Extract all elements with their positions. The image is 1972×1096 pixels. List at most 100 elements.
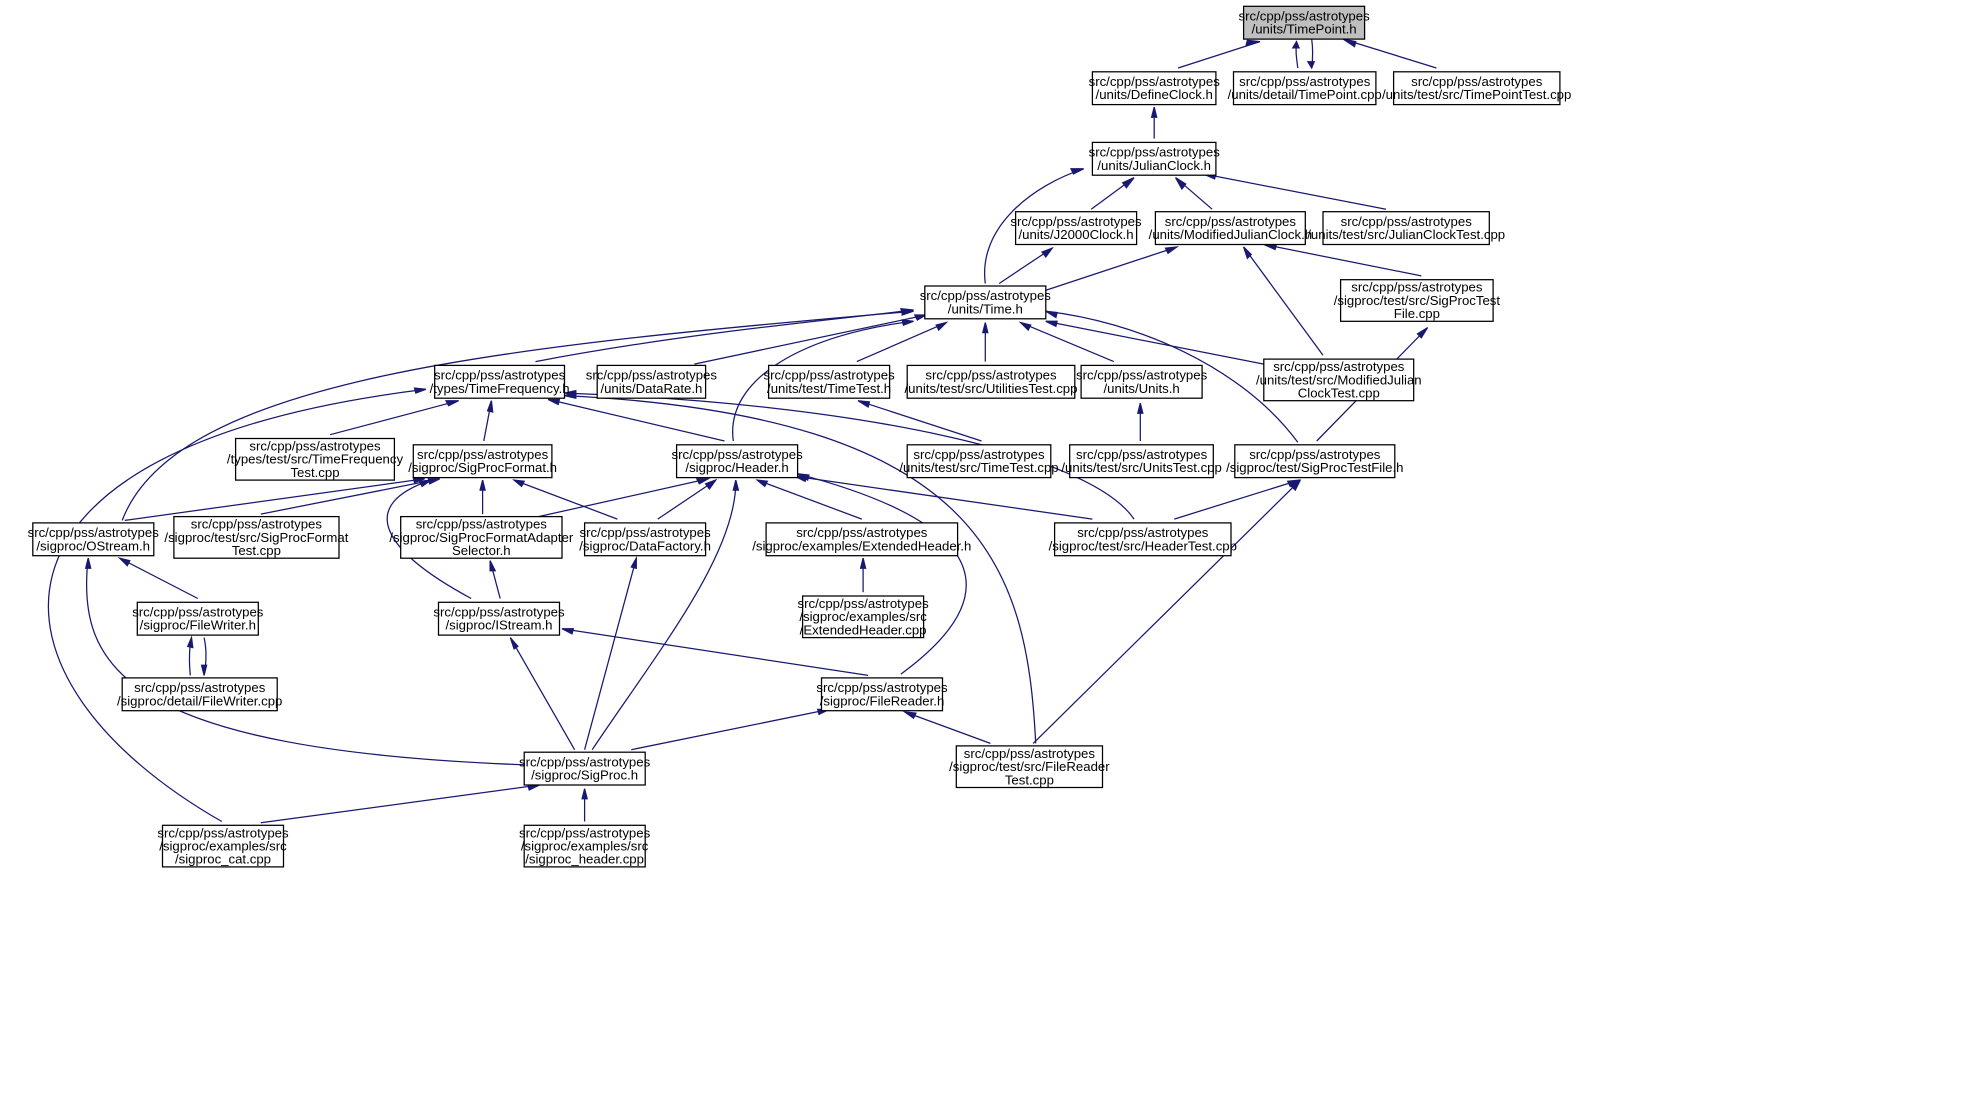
edge-line <box>513 479 618 520</box>
node-sigproc-h[interactable]: src/cpp/pss/astrotypes/sigproc/SigProc.h <box>519 751 651 786</box>
node-box[interactable] <box>1091 141 1217 176</box>
node-box[interactable] <box>765 522 959 557</box>
arrowhead-icon <box>913 314 929 321</box>
node-unitstest-cpp[interactable]: src/cpp/pss/astrotypes/units/test/src/Un… <box>1061 444 1222 479</box>
node-extendedheader-h[interactable]: src/cpp/pss/astrotypes/sigproc/examples/… <box>752 522 971 557</box>
node-box[interactable] <box>767 364 891 399</box>
node-label-line: /sigproc/IStream.h <box>445 618 552 633</box>
node-sigprocformat-h[interactable]: src/cpp/pss/astrotypes/sigproc/SigProcFo… <box>408 444 557 479</box>
node-filewriter-cpp[interactable]: src/cpp/pss/astrotypes/sigproc/detail/Fi… <box>117 677 282 712</box>
node-timefrequency-h[interactable]: src/cpp/pss/astrotypes/types/TimeFrequen… <box>430 364 570 399</box>
node-box[interactable] <box>924 285 1047 320</box>
node-label-line: src/cpp/pss/astrotypes <box>1249 447 1381 462</box>
node-datafactory-h[interactable]: src/cpp/pss/astrotypes/sigproc/DataFacto… <box>579 522 711 557</box>
node-box[interactable] <box>1234 444 1396 479</box>
edge-sigproc_h-to-header_h <box>591 479 740 751</box>
node-box[interactable] <box>820 677 944 712</box>
node-filewriter-h[interactable]: src/cpp/pss/astrotypes/sigproc/FileWrite… <box>132 601 264 636</box>
arrowhead-icon <box>732 479 740 491</box>
node-box[interactable] <box>1263 358 1415 402</box>
edge-line <box>591 480 737 751</box>
node-box[interactable] <box>906 364 1076 399</box>
node-units-h[interactable]: src/cpp/pss/astrotypes/units/Units.h <box>1076 364 1208 399</box>
node-label-line: src/cpp/pss/astrotypes <box>1076 447 1208 462</box>
arrowhead-icon <box>418 479 434 488</box>
node-filereader-h[interactable]: src/cpp/pss/astrotypes/sigproc/FileReade… <box>816 677 948 712</box>
node-label-line: src/cpp/pss/astrotypes <box>249 438 381 453</box>
node-box[interactable] <box>173 515 340 559</box>
node-modjulianclock-h[interactable]: src/cpp/pss/astrotypes/units/ModifiedJul… <box>1149 211 1312 246</box>
node-timepoint-h[interactable]: src/cpp/pss/astrotypes/units/TimePoint.h <box>1238 5 1370 40</box>
node-box[interactable] <box>1069 444 1214 479</box>
arrowhead-icon <box>1040 246 1054 259</box>
node-label-line: /sigproc/test/src/HeaderTest.cpp <box>1049 538 1237 553</box>
node-box[interactable] <box>136 601 259 636</box>
node-box[interactable] <box>583 522 707 557</box>
node-box[interactable] <box>1242 5 1366 40</box>
node-filereadertest-cpp[interactable]: src/cpp/pss/astrotypes/sigproc/test/src/… <box>949 745 1110 789</box>
node-timetest-h[interactable]: src/cpp/pss/astrotypes/units/test/TimeTe… <box>763 364 895 399</box>
node-modjulianclocktest-cpp[interactable]: src/cpp/pss/astrotypes/units/test/src/Mo… <box>1256 358 1422 402</box>
node-utilitiestest-cpp[interactable]: src/cpp/pss/astrotypes/units/test/src/Ut… <box>905 364 1078 399</box>
node-box[interactable] <box>1232 71 1377 106</box>
node-sigproc-header-cpp[interactable]: src/cpp/pss/astrotypes/sigproc/examples/… <box>519 824 651 868</box>
node-box[interactable] <box>523 824 646 868</box>
edge-sigprocformat_h-to-timefrequency_h <box>483 400 494 442</box>
node-header-h[interactable]: src/cpp/pss/astrotypes/sigproc/Header.h <box>671 444 803 479</box>
node-box[interactable] <box>412 444 553 479</box>
node-defineclock-h[interactable]: src/cpp/pss/astrotypes/units/DefineClock… <box>1089 71 1221 106</box>
node-datarate-h[interactable]: src/cpp/pss/astrotypes/units/DataRate.h <box>586 364 718 399</box>
node-j2000clock-h[interactable]: src/cpp/pss/astrotypes/units/J2000Clock.… <box>1010 211 1142 246</box>
node-box[interactable] <box>434 364 566 399</box>
node-box[interactable] <box>523 751 646 786</box>
edge-sigprocformatadapter_h-to-header_h <box>521 478 711 522</box>
node-sigproctestfile-cpp[interactable]: src/cpp/pss/astrotypes/sigproc/test/src/… <box>1334 279 1501 322</box>
node-timetest-cpp[interactable]: src/cpp/pss/astrotypes/units/test/src/Ti… <box>899 444 1059 479</box>
node-box[interactable] <box>1322 211 1490 246</box>
node-box[interactable] <box>596 364 707 399</box>
node-headertest-cpp[interactable]: src/cpp/pss/astrotypes/sigproc/test/src/… <box>1049 522 1237 557</box>
node-box[interactable] <box>1014 211 1138 246</box>
node-timepointtest-cpp[interactable]: src/cpp/pss/astrotypes/units/test/src/Ti… <box>1382 71 1571 106</box>
node-box[interactable] <box>1339 279 1494 322</box>
node-box[interactable] <box>906 444 1052 479</box>
node-label-line: /units/TimePoint.h <box>1252 22 1357 37</box>
edge-line <box>564 392 1135 520</box>
node-time-h[interactable]: src/cpp/pss/astrotypes/units/Time.h <box>920 285 1052 320</box>
node-box[interactable] <box>161 824 285 868</box>
node-timefrequencytest-cpp[interactable]: src/cpp/pss/astrotypes/types/test/src/Ti… <box>227 437 404 481</box>
arrowhead-icon <box>581 788 589 800</box>
node-sigproc-cat-cpp[interactable]: src/cpp/pss/astrotypes/sigproc/examples/… <box>157 824 289 868</box>
node-box[interactable] <box>1154 211 1306 246</box>
node-sigprocformattest-cpp[interactable]: src/cpp/pss/astrotypes/sigproc/test/src/… <box>164 515 349 559</box>
node-ostream-h[interactable]: src/cpp/pss/astrotypes/sigproc/OStream.h <box>28 522 160 557</box>
edge-extendedheader_h-to-header_h <box>755 479 863 520</box>
node-box[interactable] <box>801 595 925 639</box>
node-box[interactable] <box>1091 71 1217 106</box>
node-box[interactable] <box>437 601 561 636</box>
node-box[interactable] <box>675 444 799 479</box>
node-box[interactable] <box>1392 71 1561 106</box>
node-label-line: /sigproc/examples/src <box>521 839 649 854</box>
node-istream-h[interactable]: src/cpp/pss/astrotypes/sigproc/IStream.h <box>433 601 565 636</box>
node-timepoint-cpp[interactable]: src/cpp/pss/astrotypes/units/detail/Time… <box>1228 71 1382 106</box>
node-box[interactable] <box>1080 364 1203 399</box>
edge-line <box>124 478 425 522</box>
node-box[interactable] <box>32 522 155 557</box>
edge-timefrequencytest_cpp-to-timefrequency_h <box>329 400 459 436</box>
node-box[interactable] <box>400 515 563 559</box>
node-box[interactable] <box>234 437 396 481</box>
node-box[interactable] <box>955 745 1104 789</box>
node-julianclocktest-cpp[interactable]: src/cpp/pss/astrotypes/units/test/src/Ju… <box>1307 211 1505 246</box>
node-label-line: src/cpp/pss/astrotypes <box>417 447 549 462</box>
node-extendedheader-cpp[interactable]: src/cpp/pss/astrotypes/sigproc/examples/… <box>797 595 929 639</box>
node-julianclock-h[interactable]: src/cpp/pss/astrotypes/units/JulianClock… <box>1089 141 1221 176</box>
node-sigprocformatadapter-h[interactable]: src/cpp/pss/astrotypes/sigproc/SigProcFo… <box>389 515 574 559</box>
node-box[interactable] <box>121 677 278 712</box>
edge-sigproc_h-to-ostream_h <box>84 558 525 766</box>
node-sigproctestfile-h[interactable]: src/cpp/pss/astrotypes/sigproc/test/SigP… <box>1226 444 1403 479</box>
edge-utilitiestest_cpp-to-time_h <box>981 322 989 362</box>
node-label-line: src/cpp/pss/astrotypes <box>1351 280 1483 295</box>
node-box[interactable] <box>1053 522 1232 557</box>
node-label-line: /sigproc/FileWriter.h <box>140 618 256 633</box>
